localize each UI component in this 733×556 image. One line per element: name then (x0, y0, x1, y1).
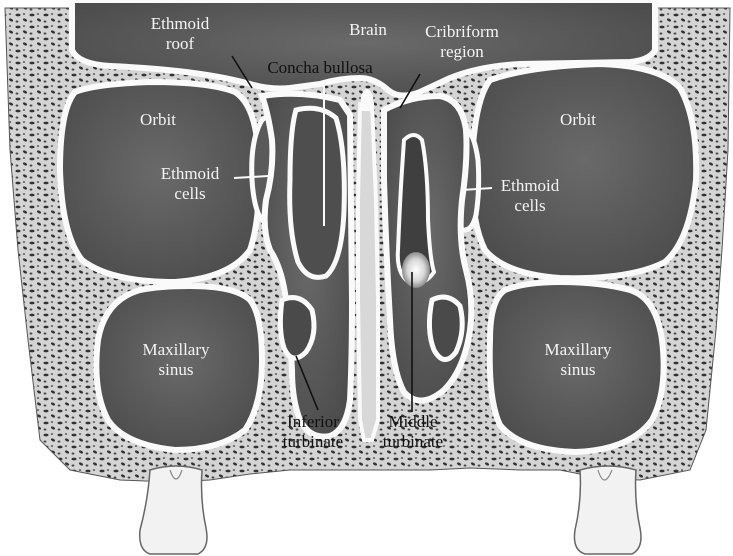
right-orbit (472, 64, 696, 278)
right-ethmoid-cells-label: Ethmoid cells (490, 176, 570, 216)
left-tooth (140, 466, 207, 554)
cribriform-region-label: Cribriform region (412, 22, 512, 62)
right-tooth (574, 466, 641, 554)
right-maxillary-sinus-label: Maxillary sinus (528, 340, 628, 380)
concha-bullosa (290, 108, 345, 277)
inferior-turbinate-label: Inferior turbinate (268, 412, 358, 452)
left-maxillary-sinus-label: Maxillary sinus (126, 340, 226, 380)
concha-bullosa-label: Concha bullosa (250, 58, 390, 78)
nasal-septum (358, 104, 378, 440)
left-inferior-turbinate (280, 298, 314, 359)
brain-label: Brain (338, 20, 398, 40)
left-orbit-label: Orbit (128, 110, 188, 130)
ethmoid-roof-label: Ethmoid roof (140, 14, 220, 54)
right-inferior-turbinate (429, 297, 462, 359)
middle-turbinate-label: Middle turbinate (368, 412, 458, 452)
left-ethmoid-cells-label: Ethmoid cells (150, 164, 230, 204)
right-orbit-label: Orbit (548, 110, 608, 130)
crista-galli (362, 90, 372, 110)
middle-turbinate-highlight (402, 252, 430, 288)
